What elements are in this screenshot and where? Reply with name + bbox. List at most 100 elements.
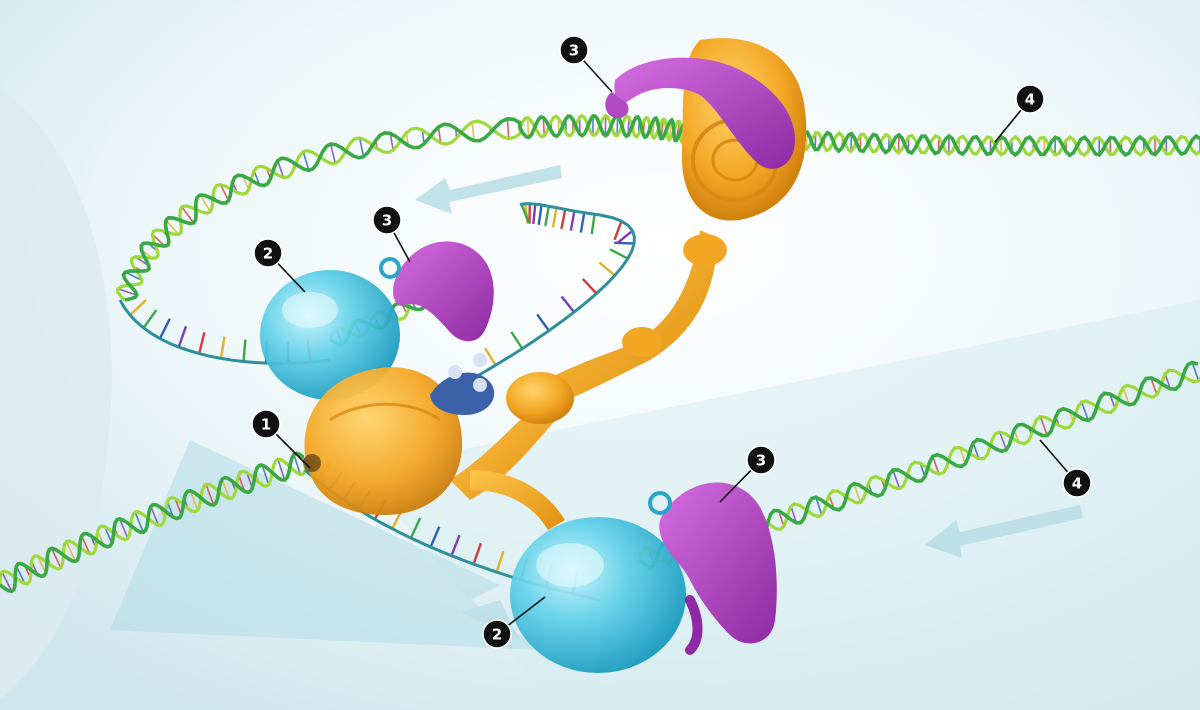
clamp-loader-knob-2 — [473, 353, 487, 367]
polymerase-lower-highlight — [536, 543, 604, 587]
callout-circle — [1015, 84, 1045, 114]
primase-lower-body — [659, 482, 777, 644]
exposed-base — [484, 347, 497, 366]
callout-number: 2 — [492, 626, 502, 644]
callout-c1: 1 — [251, 409, 311, 469]
exposed-base — [598, 261, 616, 277]
linker-arm-lower — [470, 470, 565, 530]
arm-joint-mid — [622, 327, 662, 357]
upper-daughter-duplex — [788, 129, 1200, 158]
exposed-base — [142, 309, 158, 329]
primase-lower-ring — [648, 491, 672, 515]
primase-left-body — [393, 241, 494, 342]
lagging-loop-strand — [469, 202, 636, 382]
base-pair — [277, 458, 286, 481]
helicase-central-body — [304, 367, 463, 515]
base-pair — [199, 194, 211, 213]
parent-dna-duplex — [0, 451, 309, 594]
base-pair — [471, 122, 475, 141]
primase-upper-hook — [605, 92, 629, 119]
exposed-base — [510, 331, 524, 350]
clamp-loader — [430, 353, 495, 415]
exposed-base — [537, 204, 543, 225]
exposed-base — [129, 299, 147, 316]
primase-left-ring — [379, 257, 401, 279]
exposed-base — [177, 325, 188, 348]
clamp-loader-knob-1 — [448, 365, 462, 379]
base-pair — [972, 442, 980, 459]
base-pair — [998, 431, 1008, 451]
exposed-base — [242, 339, 247, 362]
callout-circle — [1062, 468, 1092, 498]
base-pair — [117, 288, 138, 296]
base-pair — [165, 219, 180, 236]
callout-number: 3 — [382, 212, 392, 230]
arrow-lower-right — [925, 505, 1083, 558]
polymerase-lower-body — [510, 517, 686, 673]
exposed-base — [609, 248, 629, 260]
base-pair — [50, 547, 62, 569]
base-pair — [892, 469, 901, 489]
background-shadow-left — [0, 90, 112, 700]
base-pair — [1191, 362, 1200, 382]
exposed-base — [219, 336, 226, 359]
callout-number: 2 — [263, 245, 273, 263]
arrow-upper-left — [415, 165, 562, 214]
base-pair — [293, 454, 302, 475]
exposed-base — [560, 295, 576, 313]
base-pair — [437, 126, 442, 143]
exposed-base — [544, 206, 550, 227]
base-pair — [189, 490, 199, 511]
base-pair — [526, 117, 530, 138]
base-pair — [389, 133, 394, 151]
exposed-base — [551, 207, 558, 228]
base-pair — [37, 555, 47, 574]
callout-circle — [482, 619, 512, 649]
exposed-base — [581, 278, 598, 295]
callout-c4b: 4 — [1039, 439, 1092, 498]
base-pair — [150, 506, 160, 526]
exposed-base — [450, 534, 461, 557]
backbone-strand-a — [121, 114, 710, 302]
backbone-strand-a — [788, 129, 1200, 158]
base-pair — [276, 160, 285, 178]
primase-upper-body — [614, 57, 795, 169]
clamp-loader-knob-3 — [473, 378, 487, 392]
exposed-base — [158, 318, 171, 340]
exposed-base — [409, 517, 422, 539]
exposed-base — [560, 209, 567, 230]
base-pair — [219, 184, 230, 201]
base-pair — [542, 117, 545, 137]
helicase-central-pore — [303, 454, 321, 472]
helicase-central-ridge — [329, 402, 441, 422]
base-pair — [205, 484, 215, 506]
exposed-base — [429, 526, 441, 548]
arm-joint-large — [506, 372, 574, 424]
callout-number: 4 — [1025, 91, 1035, 109]
base-pair — [329, 143, 337, 164]
callout-number: 3 — [569, 42, 579, 60]
exposed-base — [613, 220, 623, 241]
base-pair — [815, 497, 823, 516]
callout-circle — [559, 35, 589, 65]
base-pair — [358, 137, 365, 157]
base-pair — [790, 506, 798, 524]
primase-upper — [605, 57, 795, 169]
base-pair — [1, 571, 13, 592]
base-pair — [181, 206, 195, 224]
base-pair — [15, 565, 26, 584]
callout-number: 4 — [1072, 475, 1082, 493]
primase-lower-tail — [685, 595, 703, 655]
primase-lower — [648, 482, 777, 655]
arm-joint-top — [683, 234, 727, 266]
exposed-base — [579, 212, 586, 233]
callout-circle — [372, 205, 402, 235]
callout-circle — [746, 445, 776, 475]
callout-c2a: 2 — [253, 238, 306, 293]
base-pair — [134, 511, 145, 533]
base-pair — [302, 151, 310, 171]
exposed-base — [472, 542, 483, 565]
